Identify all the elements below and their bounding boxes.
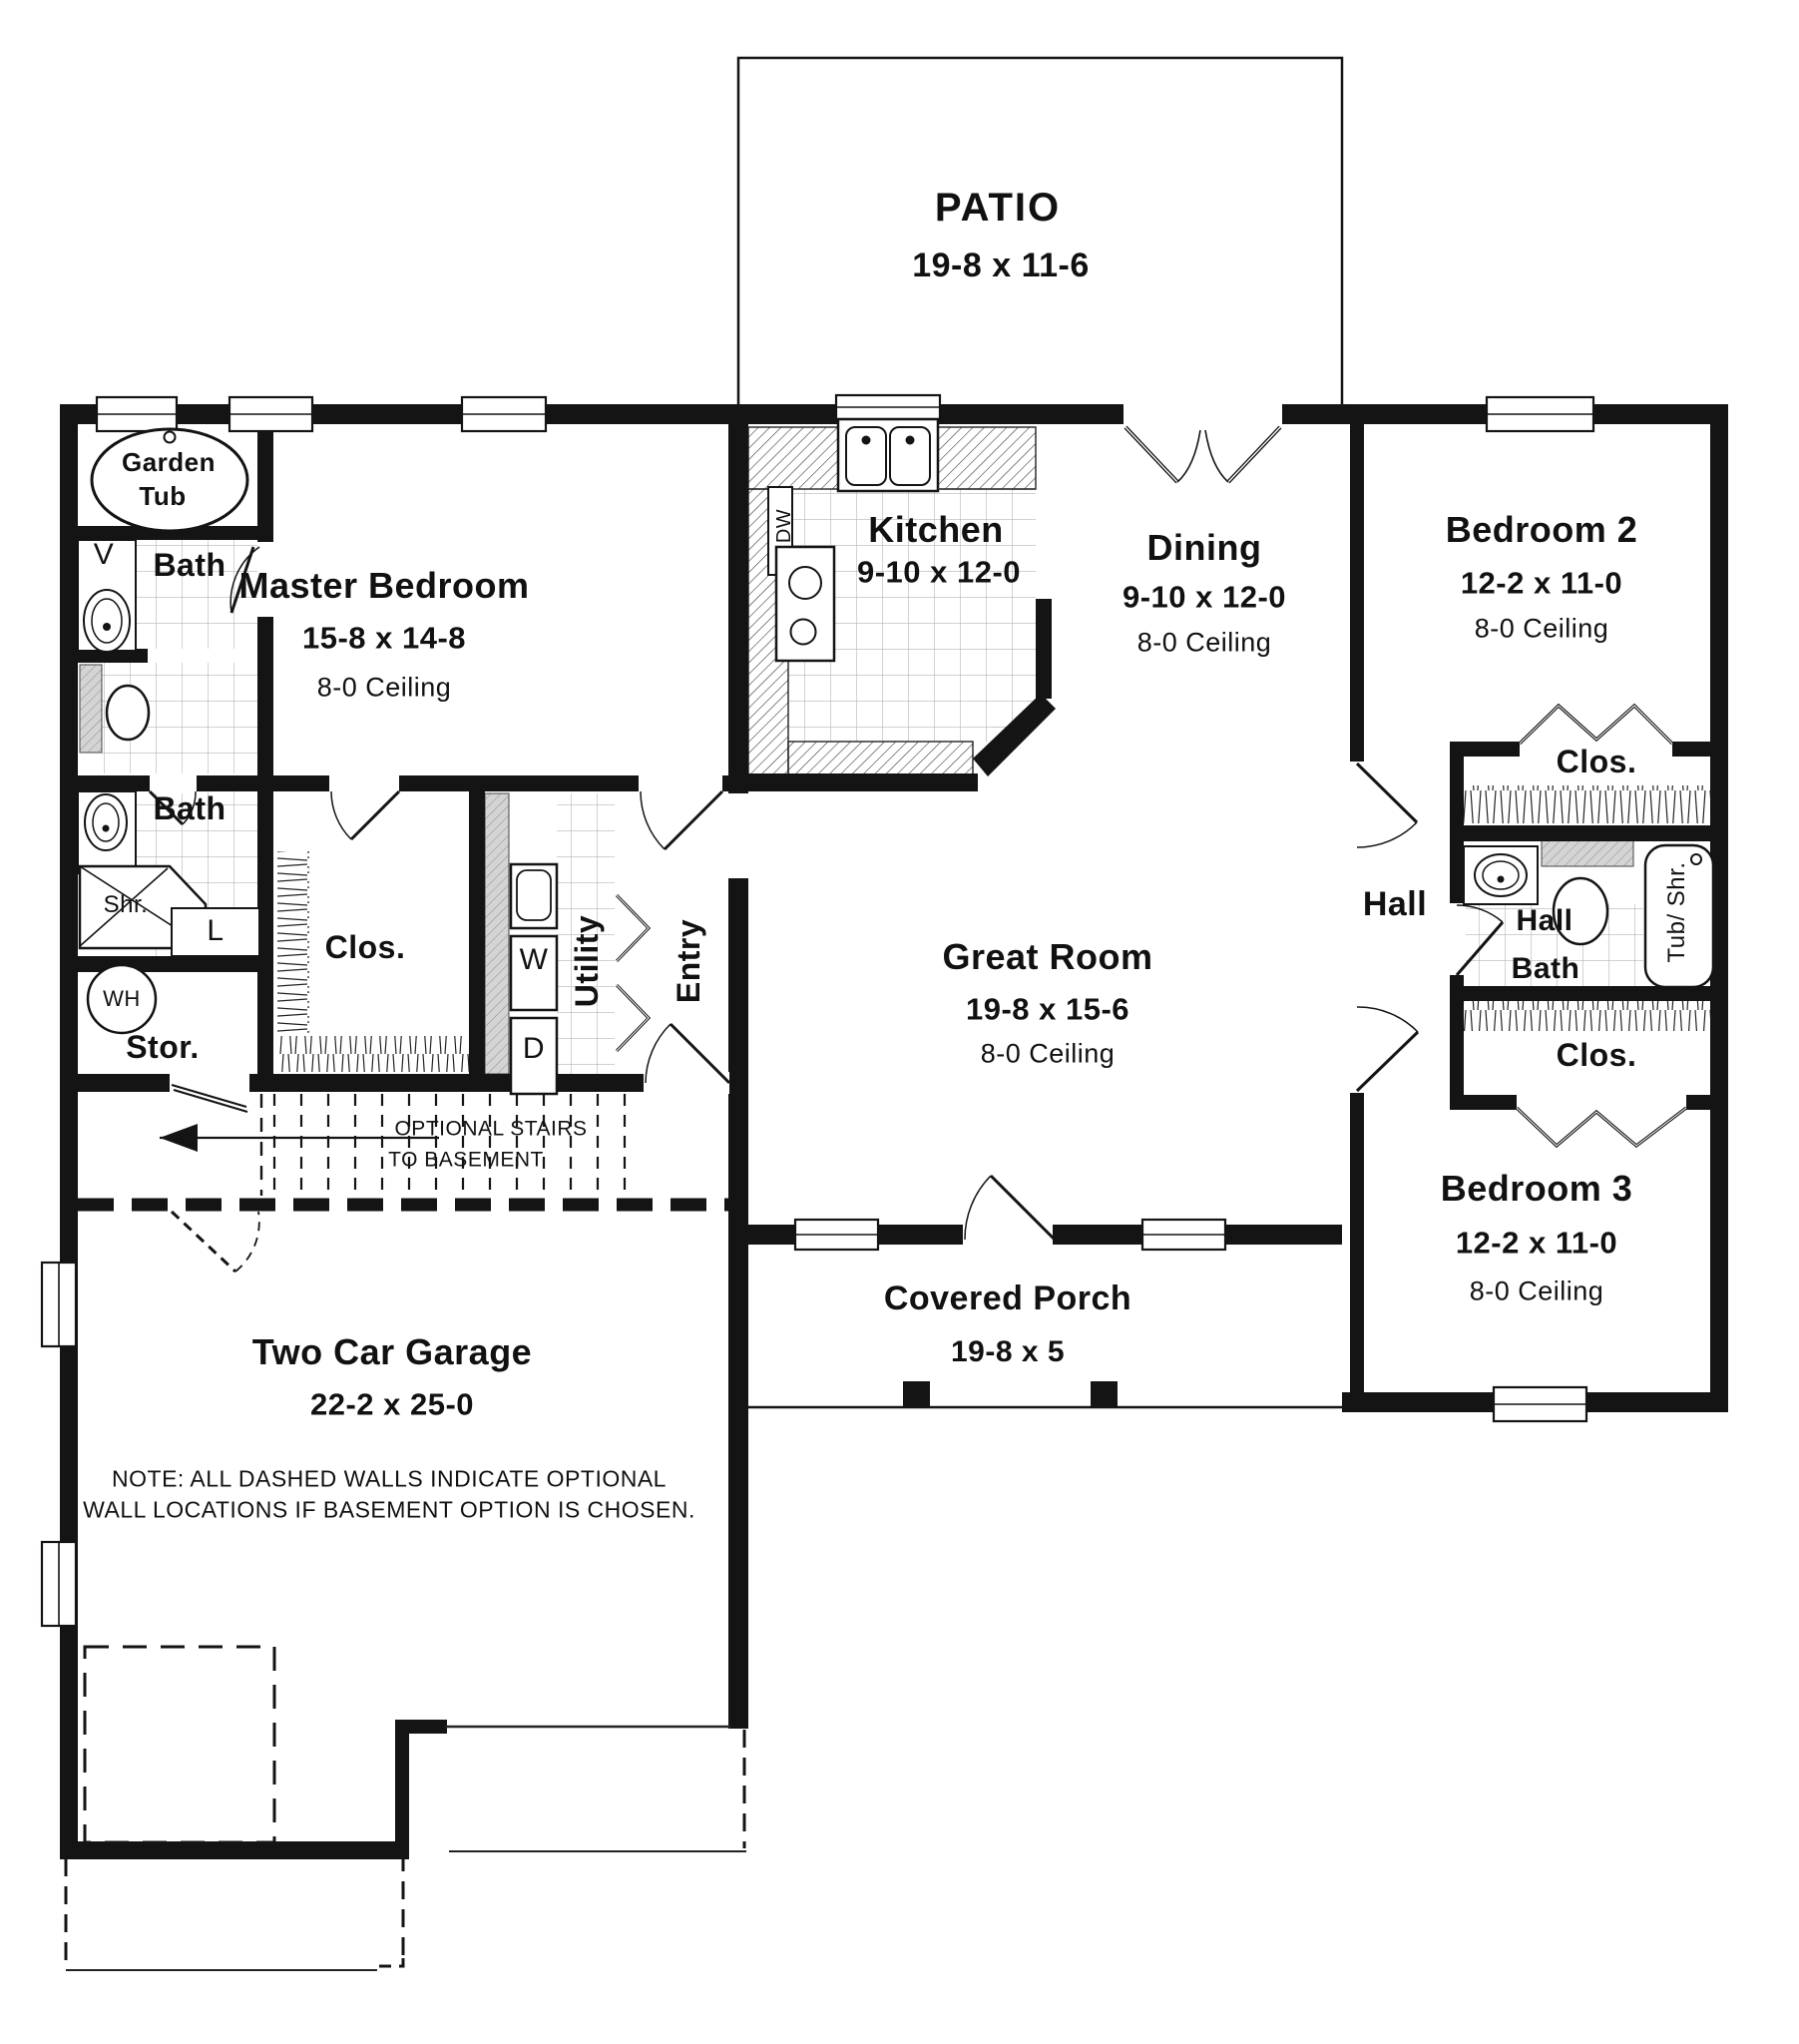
room-label-master-closet: Clos. bbox=[324, 929, 406, 965]
garden-tub-fixture bbox=[90, 427, 249, 533]
room-dims-great-room: 19-8 x 15-6 bbox=[965, 991, 1130, 1027]
room-ceiling-dining: 8-0 Ceiling bbox=[1136, 627, 1272, 658]
room-label-hall-bath-1: Hall bbox=[1516, 904, 1574, 937]
fixture-label-tub: Tub bbox=[139, 481, 187, 511]
room-label-bedroom2: Bedroom 2 bbox=[1445, 509, 1638, 550]
room-label-hall-bath-2: Bath bbox=[1511, 952, 1580, 985]
fixture-label-shower: Shr. bbox=[103, 891, 149, 918]
fixture-label-tub-shower: Tub/ Shr. bbox=[1663, 861, 1690, 963]
windows bbox=[40, 393, 1595, 1628]
fixture-label-dryer: D bbox=[522, 1032, 546, 1065]
doors bbox=[148, 425, 1505, 1242]
bifold-doors bbox=[615, 703, 1687, 1149]
room-label-patio: PATIO bbox=[934, 186, 1062, 230]
dryer-box bbox=[509, 1016, 559, 1096]
room-dims-master: 15-8 x 14-8 bbox=[301, 620, 467, 656]
fixture-label-washer: W bbox=[519, 943, 549, 976]
porch-post bbox=[1091, 1381, 1118, 1407]
fixture-label-water-heater: WH bbox=[103, 986, 141, 1011]
room-dims-bedroom3: 12-2 x 11-0 bbox=[1455, 1225, 1618, 1261]
optional-dashed-walls bbox=[64, 1094, 746, 1971]
room-dims-bedroom2: 12-2 x 11-0 bbox=[1460, 565, 1623, 601]
room-label-kitchen: Kitchen bbox=[868, 509, 1004, 550]
fixture-label-vanity: V bbox=[93, 538, 115, 571]
room-dims-kitchen: 9-10 x 12-0 bbox=[856, 554, 1022, 590]
porch-post bbox=[903, 1381, 930, 1407]
washer-box bbox=[509, 934, 559, 1012]
fixture-label-dishwasher: DW bbox=[773, 508, 795, 544]
room-label-porch: Covered Porch bbox=[883, 1279, 1132, 1317]
room-label-utility: Utility bbox=[569, 914, 605, 1008]
room-dims-porch: 19-8 x 5 bbox=[950, 1335, 1066, 1368]
room-label-great-room: Great Room bbox=[942, 936, 1153, 977]
room-label-bedroom2-closet: Clos. bbox=[1556, 744, 1637, 779]
water-heater-fixture bbox=[86, 963, 158, 1035]
porch-edge bbox=[748, 488, 1342, 1409]
room-ceiling-master: 8-0 Ceiling bbox=[316, 672, 452, 703]
optional-stairs bbox=[160, 1094, 627, 1196]
room-label-hall: Hall bbox=[1362, 885, 1428, 923]
room-label-storage: Stor. bbox=[126, 1029, 200, 1065]
room-label-master: Master Bedroom bbox=[238, 565, 530, 606]
room-ceiling-bedroom2: 8-0 Ceiling bbox=[1474, 613, 1609, 644]
fixtures bbox=[77, 417, 1715, 1096]
toilet-upper bbox=[105, 684, 151, 742]
room-label-bedroom3-closet: Clos. bbox=[1556, 1037, 1637, 1073]
fixture-label-garden: Garden bbox=[121, 447, 217, 477]
room-label-dining: Dining bbox=[1146, 527, 1262, 568]
room-label-garage: Two Car Garage bbox=[251, 1331, 533, 1372]
fixture-label-linen: L bbox=[207, 914, 225, 947]
room-label-bedroom3: Bedroom 3 bbox=[1440, 1168, 1633, 1209]
room-label-master-bath-upper: Bath bbox=[153, 547, 226, 583]
note-line-2: WALL LOCATIONS IF BASEMENT OPTION IS CHO… bbox=[83, 1496, 695, 1523]
linen-cabinet bbox=[171, 907, 260, 957]
room-dims-garage: 22-2 x 25-0 bbox=[309, 1386, 475, 1422]
stairs-note-line-2: TO BASEMENT bbox=[388, 1148, 544, 1172]
patio-outline bbox=[736, 56, 1344, 404]
room-dims-patio: 19-8 x 11-6 bbox=[912, 247, 1090, 284]
room-label-master-bath-lower: Bath bbox=[153, 790, 226, 826]
room-label-entry: Entry bbox=[671, 918, 706, 1004]
room-dims-dining: 9-10 x 12-0 bbox=[1122, 579, 1287, 615]
stairs-note-line-1: OPTIONAL STAIRS bbox=[394, 1117, 588, 1141]
note-line-1: NOTE: ALL DASHED WALLS INDICATE OPTIONAL bbox=[112, 1465, 667, 1492]
door-openings bbox=[150, 401, 1466, 1247]
room-ceiling-great-room: 8-0 Ceiling bbox=[980, 1038, 1116, 1069]
tub-shower-fixture bbox=[1643, 843, 1715, 989]
room-ceiling-bedroom3: 8-0 Ceiling bbox=[1469, 1276, 1604, 1306]
hall-bath-toilet bbox=[1552, 876, 1609, 946]
